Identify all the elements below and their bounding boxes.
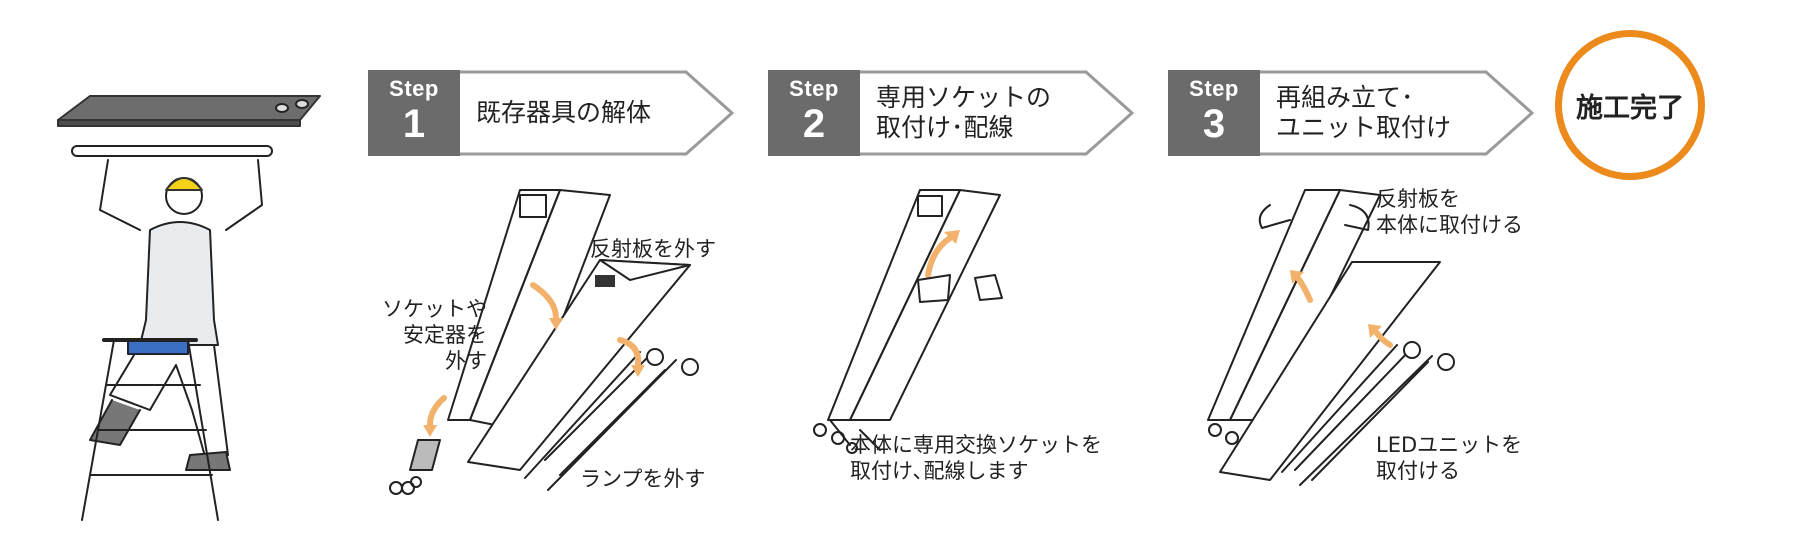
- label-socket-remove: ソケットや 安定器を 外す: [382, 297, 487, 373]
- label-socket-install: 本体に専用交換ソケットを 取付け､配線します: [850, 433, 1102, 483]
- step-3-number: 3: [1202, 102, 1226, 146]
- step-2-title: 専用ソケットの 取付け･配線: [876, 83, 1052, 142]
- step-2-word: Step: [789, 76, 839, 101]
- worker-illustration: [57, 95, 321, 521]
- label-reflector-remove: 反射板を外す: [590, 237, 716, 261]
- completion-circle: 施工完了: [1555, 30, 1705, 180]
- step-1-title: 既存器具の解体: [476, 98, 652, 127]
- step-3-arrow-shape: [1168, 70, 1535, 156]
- label-lamp-remove: ランプを外す: [580, 467, 706, 491]
- label-led-attach: LEDユニットを 取付ける: [1376, 433, 1523, 483]
- step-2-number: 2: [802, 102, 826, 146]
- step1-illustration: [389, 189, 699, 495]
- step-3-title: 再組み立て･ ユニット取付け: [1276, 83, 1452, 142]
- step-3-word: Step: [1189, 76, 1239, 101]
- step-1-word: Step: [389, 76, 439, 101]
- step2-illustration: [813, 189, 1003, 454]
- step-1-tag: Step 1: [368, 70, 460, 156]
- step-1-banner: Step 1 既存器具の解体: [368, 70, 738, 156]
- label-reflector-attach: 反射板を 本体に取付ける: [1376, 187, 1523, 237]
- step-2-arrow-shape: [768, 70, 1135, 156]
- step-1-arrow-shape: [368, 70, 735, 156]
- step3-illustration: [1207, 189, 1455, 486]
- step-3-banner: Step 3 再組み立て･ ユニット取付け: [1168, 70, 1538, 156]
- step-2-banner: Step 2 専用ソケットの 取付け･配線: [768, 70, 1138, 156]
- step-2-tag: Step 2: [768, 70, 860, 156]
- step-1-number: 1: [402, 102, 426, 146]
- step-3-tag: Step 3: [1168, 70, 1260, 156]
